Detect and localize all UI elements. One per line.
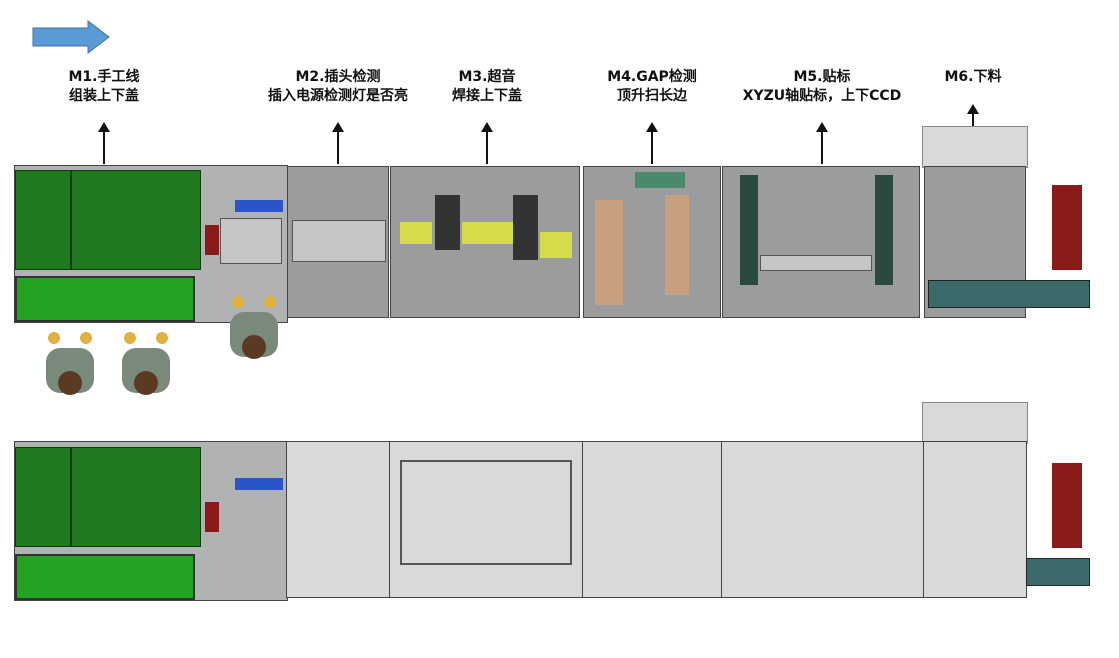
m1-workbench bbox=[15, 447, 71, 547]
gap-lift bbox=[665, 195, 689, 295]
station-label-m4: M4.GAP检测顶升扫长边 bbox=[607, 69, 697, 104]
m2-fixture bbox=[292, 220, 386, 262]
unload-hood bbox=[922, 126, 1028, 168]
unload-hood bbox=[922, 402, 1028, 444]
m2-cover bbox=[286, 441, 390, 598]
flow-direction-arrow-icon bbox=[32, 20, 110, 54]
m1-workbench bbox=[15, 170, 71, 270]
m3-window bbox=[400, 460, 572, 565]
operator-figure bbox=[46, 332, 94, 395]
station-label-m1: M1.手工线组装上下盖 bbox=[68, 69, 140, 104]
station-label-m6: M6.下料 bbox=[944, 69, 1002, 85]
outfeed-conveyor bbox=[1026, 558, 1090, 586]
m5-cover bbox=[721, 441, 924, 598]
label-axis bbox=[740, 175, 758, 285]
motor bbox=[235, 478, 283, 490]
part bbox=[205, 502, 219, 532]
outfeed-conveyor bbox=[928, 280, 1090, 308]
pointer-arrow-icon bbox=[332, 122, 344, 164]
pointer-arrow-icon bbox=[98, 122, 110, 164]
m1-workbench bbox=[71, 170, 201, 270]
operator-figure bbox=[122, 332, 170, 395]
part bbox=[205, 225, 219, 255]
m6-cover bbox=[923, 441, 1027, 598]
m3-cover bbox=[389, 441, 583, 598]
xyzu-rail bbox=[760, 255, 872, 271]
welder bbox=[435, 195, 460, 250]
label-axis bbox=[875, 175, 893, 285]
pointer-arrow-icon bbox=[481, 122, 493, 164]
ultrasonic-horn bbox=[400, 222, 432, 244]
operator-figure bbox=[230, 296, 278, 359]
m1-conveyor bbox=[15, 276, 195, 322]
station-label-m3: M3.超音焊接上下盖 bbox=[452, 69, 522, 104]
fixture bbox=[220, 218, 282, 264]
welder bbox=[513, 195, 538, 260]
m1-workbench bbox=[71, 447, 201, 547]
ultrasonic-horn bbox=[462, 222, 514, 244]
robot bbox=[1052, 463, 1082, 548]
gap-lift bbox=[595, 200, 623, 305]
pointer-arrow-icon bbox=[816, 122, 828, 164]
station-label-m2: M2.插头检测插入电源检测灯是否亮 bbox=[268, 69, 408, 104]
scanner bbox=[635, 172, 685, 188]
m1-conveyor bbox=[15, 554, 195, 600]
m4-cover bbox=[582, 441, 722, 598]
motor bbox=[235, 200, 283, 212]
pointer-arrow-icon bbox=[646, 122, 658, 164]
robot bbox=[1052, 185, 1082, 270]
ultrasonic-horn bbox=[540, 232, 572, 258]
